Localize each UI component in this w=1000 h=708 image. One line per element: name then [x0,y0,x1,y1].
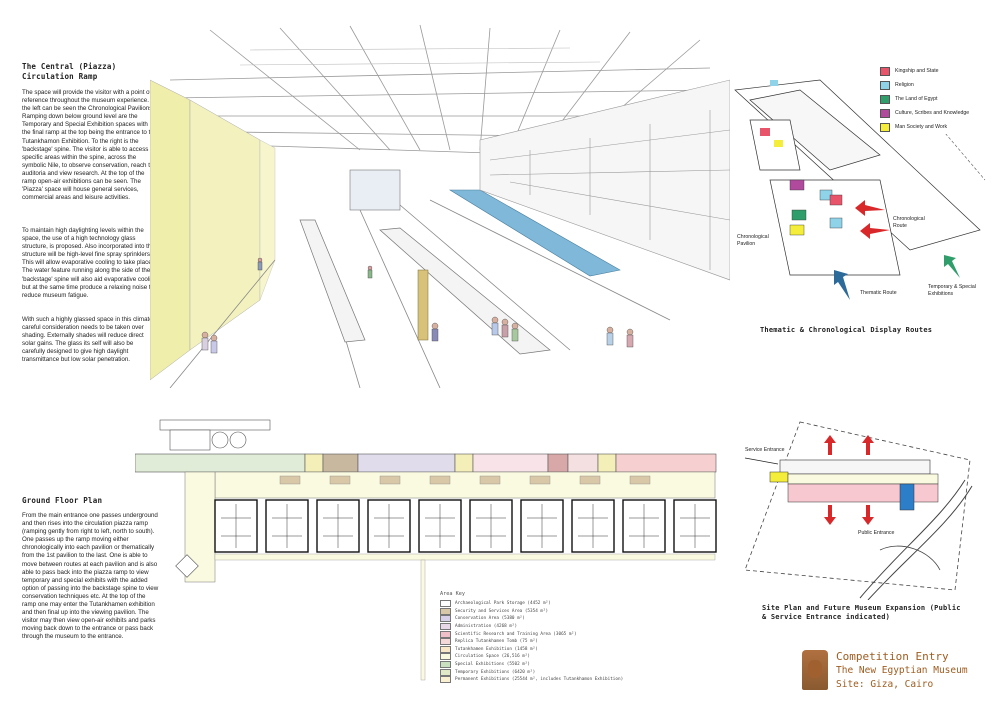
area-key-label: Archaeological Park Storage (4452 m²) [455,601,551,607]
area-key-swatch [440,623,451,631]
area-key-label: Temporary Exhibitions (6420 m²) [455,669,536,675]
area-key-swatch [440,600,451,608]
piazza-paragraph-2: To maintain high daylighting levels with… [22,227,158,299]
legend-swatch [880,108,890,118]
competition-line-2: The New Egyptian Museum [836,665,968,676]
legend-label: Man Society and Work [895,124,948,130]
routes-legend: Kingship and State Religion The Land of … [880,64,990,134]
annotation-chronological-route: Chronological Route [893,216,925,229]
thematic-routes-diagram [734,79,986,300]
legend-label: Culture, Scribes and Knowledge [895,110,970,116]
area-key-label: Conservation Area (5380 m²) [455,616,525,622]
legend-item-1: Religion [880,78,990,92]
competition-line-1: Competition Entry [836,650,949,663]
area-key-swatch [440,615,451,623]
legend-item-2: The Land of Egypt [880,92,990,106]
area-key-item: Special Exhibitions (5502 m²) [440,661,660,669]
area-key-swatch [440,676,451,684]
area-key-label: Scientific Research and Training Area (3… [455,631,577,637]
site-plan-caption: Site Plan and Future Museum Expansion (P… [762,604,961,621]
area-key-item: Replica Tutankhamen Tomb (75 m²) [440,638,660,646]
area-key-item: Permanent Exhibitions (25544 m², include… [440,676,660,684]
area-key-label: Circulation Space (26,516 m²) [455,654,531,660]
legend-item-3: Culture, Scribes and Knowledge [880,106,990,120]
area-key-label: Replica Tutankhamen Tomb (75 m²) [455,639,538,645]
area-key-item: Circulation Space (26,516 m²) [440,653,660,661]
piazza-paragraph-1: The space will provide the visitor with … [22,89,158,202]
competition-line-3: Site: Giza, Cairo [836,679,934,690]
area-key-item: Scientific Research and Training Area (3… [440,630,660,638]
annotation-thematic-route: Thematic Route [860,290,897,296]
service-entrance-label: Service Entrance [745,447,785,453]
legend-label: The Land of Egypt [895,96,938,102]
area-key-label: Tutankhamen Exhibition (1458 m²) [455,646,538,652]
legend-swatch [880,122,890,132]
area-key-label: Administration (4268 m²) [455,624,518,630]
area-key-swatch [440,638,451,646]
pharaoh-head-image [802,650,828,690]
public-entrance-label: Public Entrance [858,530,895,536]
piazza-perspective-drawing [150,24,730,388]
area-key-item: Security and Services Area (5354 m²) [440,607,660,616]
legend-item-4: Man Society and Work [880,120,990,134]
legend-label: Kingship and State [895,68,939,74]
area-key-item: Temporary Exhibitions (6420 m²) [440,668,660,676]
area-key-label: Security and Services Area (5354 m²) [455,608,549,614]
area-key-swatch [440,661,451,669]
legend-swatch [880,66,890,76]
area-key-label: Special Exhibitions (5502 m²) [455,662,531,668]
area-key-item: Archaeological Park Storage (4452 m²) [440,600,660,608]
area-key-swatch [440,653,451,661]
area-key-swatch [440,607,451,615]
area-key-swatch [440,645,451,653]
area-key-item: Tutankhamen Exhibition (1458 m²) [440,645,660,654]
legend-swatch [880,94,890,104]
area-key-title: Area Key [440,591,465,597]
annotation-chronological-pavilion: Chronological Pavilion [737,234,769,247]
area-key-swatch [440,668,451,676]
piazza-title: The Central (Piazza) Circulation Ramp [22,62,117,81]
ground-floor-title: Ground Floor Plan [22,496,103,505]
site-plan-drawing [744,421,973,600]
legend-item-0: Kingship and State [880,64,990,78]
routes-caption: Thematic & Chronological Display Routes [760,326,933,334]
ground-floor-plan [135,419,717,681]
piazza-paragraph-3: With such a highly glassed space in this… [22,316,153,364]
area-key: Area Key Archaeological Park Storage (44… [440,591,660,684]
annotation-temporary-exhibitions: Temporary & Special Exhibitions [928,284,976,297]
area-key-label: Permanent Exhibitions (25544 m², include… [455,677,624,683]
area-key-item: Conservation Area (5380 m²) [440,615,660,623]
area-key-swatch [440,630,451,638]
legend-label: Religion [895,82,914,88]
ground-floor-text: From the main entrance one passes underg… [22,512,159,641]
legend-swatch [880,80,890,90]
area-key-item: Administration (4268 m²) [440,623,660,631]
